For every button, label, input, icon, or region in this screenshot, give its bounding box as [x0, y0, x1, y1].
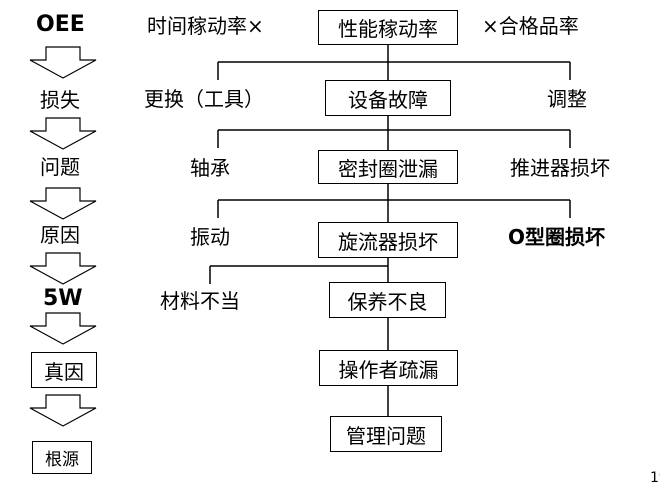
down-arrow-icon [29, 117, 97, 150]
management-issue-box: 管理问题 [330, 416, 442, 452]
cause-label: 原因 [40, 223, 80, 247]
propeller-damage-text: 推进器损坏 [510, 156, 610, 180]
performance-rate-box: 性能稼动率 [318, 10, 458, 45]
cyclone-damage-box: 旋流器损坏 [318, 222, 458, 258]
improper-material-text: 材料不当 [160, 289, 240, 313]
tool-change-text: 更换（工具） [144, 87, 264, 111]
down-arrow-icon [29, 46, 97, 79]
operator-negligence-box: 操作者疏漏 [319, 350, 458, 386]
time-availability-text: 时间稼动率× [147, 14, 264, 38]
problem-label: 问题 [40, 155, 80, 179]
down-arrow-icon [29, 394, 97, 427]
true-cause-box: 真因 [31, 352, 97, 388]
seal-leak-box: 密封圈泄漏 [318, 150, 458, 184]
adjustment-text: 调整 [547, 87, 587, 111]
page-number: 19 [650, 470, 660, 486]
down-arrow-icon [29, 312, 97, 345]
poor-maintenance-box: 保养不良 [329, 282, 446, 318]
equipment-failure-box: 设备故障 [325, 80, 451, 116]
root-source-box: 根源 [32, 441, 92, 474]
loss-label: 损失 [40, 88, 80, 112]
quality-rate-text: ×合格品率 [482, 14, 579, 38]
bearing-text: 轴承 [190, 156, 230, 180]
oee-label: OEE [36, 12, 85, 37]
five-w-label: 5W [43, 286, 83, 311]
down-arrow-icon [29, 252, 97, 285]
o-ring-damage-text: O型圈损坏 [508, 225, 606, 249]
down-arrow-icon [29, 187, 97, 220]
vibration-text: 振动 [190, 225, 230, 249]
